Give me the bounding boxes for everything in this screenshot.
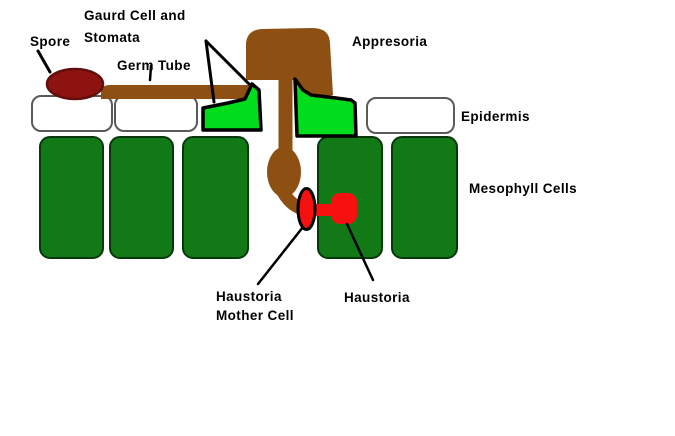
haustoria-pointer-line <box>345 222 375 282</box>
guard-cell-pointer-line-left <box>204 39 216 104</box>
spore-pointer-line <box>36 49 52 74</box>
epidermis-cell-2 <box>114 95 198 132</box>
label-haustoria-mother-cell-line1: Haustoria <box>216 289 282 304</box>
germ-tube-shape <box>101 85 252 99</box>
haustoria-neck-shape <box>313 204 331 216</box>
label-guard-cell-stomata-line2: Stomata <box>84 30 141 45</box>
guard-cell-pointer-line-right <box>204 39 251 86</box>
guard-cell-left-shape <box>201 82 263 132</box>
mesophyll-cell-2 <box>109 136 174 259</box>
label-appresoria: Appresoria <box>352 34 428 49</box>
substomatal-hypha-shape <box>267 147 301 197</box>
epidermis-cell-1 <box>31 95 113 132</box>
epidermis-cell-3 <box>366 97 455 134</box>
label-spore: Spore <box>30 34 71 49</box>
label-haustoria-mother-cell: Haustoria Mother Cell <box>216 287 294 325</box>
haustorium-shape <box>331 193 357 224</box>
penetration-peg-shape <box>278 74 293 159</box>
mesophyll-cell-3 <box>182 136 249 259</box>
germ-tube-pointer-line <box>148 64 153 82</box>
haustoria-mother-cell-shape <box>296 187 317 231</box>
label-haustoria-mother-cell-line2: Mother Cell <box>216 308 294 323</box>
label-guard-cell-stomata: Gaurd Cell and Stomata <box>84 5 186 49</box>
haustoria-mother-cell-pointer-line <box>256 225 305 286</box>
appressorium-shape <box>246 28 333 97</box>
label-mesophyll-cells: Mesophyll Cells <box>469 181 578 196</box>
label-guard-cell-stomata-line1: Gaurd Cell and <box>84 8 186 23</box>
label-epidermis: Epidermis <box>461 109 530 124</box>
spore-shape <box>45 67 105 101</box>
mesophyll-cell-5 <box>391 136 458 259</box>
label-germ-tube: Germ Tube <box>117 58 191 73</box>
guard-cell-right-shape <box>293 77 358 138</box>
mesophyll-cell-1 <box>39 136 104 259</box>
label-haustoria: Haustoria <box>344 290 410 305</box>
